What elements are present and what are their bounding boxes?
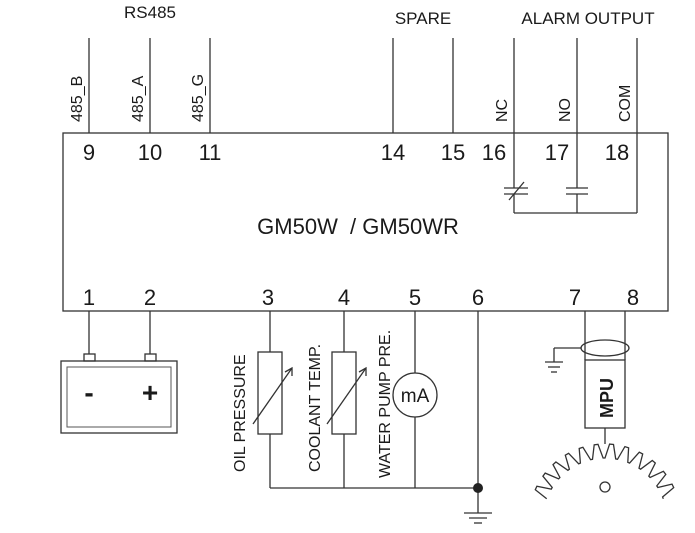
- terminal-18: 18: [605, 140, 629, 165]
- meter-label: mA: [401, 386, 430, 407]
- terminal-15: 15: [441, 140, 465, 165]
- rs485-header: RS485: [124, 3, 176, 22]
- ground-bus: [270, 311, 483, 513]
- spare-header: SPARE: [395, 9, 451, 28]
- water-pump-sensor: [392, 311, 438, 488]
- terminal-2: 2: [144, 285, 156, 310]
- mpu-label: MPU: [597, 378, 617, 418]
- mpu-ground-icon: [545, 361, 563, 373]
- coolant-temp-label: COOLANT TEMP.: [307, 344, 324, 472]
- controller-box: [62, 132, 669, 312]
- terminal-8: 8: [627, 285, 639, 310]
- battery-minus: -: [84, 377, 93, 408]
- terminal-9: 9: [83, 140, 95, 165]
- oil-pressure-sensor: [252, 311, 293, 488]
- gear-icon: [534, 443, 675, 500]
- terminal-16: 16: [482, 140, 506, 165]
- terminal-7: 7: [569, 285, 581, 310]
- label-485-a: 485_A: [130, 75, 147, 122]
- terminal-14: 14: [381, 140, 405, 165]
- top-wires: [88, 38, 638, 133]
- gear-hub: [599, 481, 611, 493]
- label-no: NO: [557, 98, 574, 122]
- battery-plus: +: [142, 377, 158, 408]
- device-title: GM50W / GM50WR: [257, 214, 459, 239]
- label-485-b: 485_B: [69, 76, 86, 122]
- label-com: COM: [617, 85, 634, 122]
- mpu-sensor: [553, 311, 630, 444]
- water-pump-label: WATER PUMP PRE.: [377, 330, 394, 478]
- alarm-output-header: ALARM OUTPUT: [521, 9, 654, 28]
- coolant-temp-sensor: [326, 311, 367, 488]
- terminal-1: 1: [83, 285, 95, 310]
- terminal-5: 5: [409, 285, 421, 310]
- terminal-3: 3: [262, 285, 274, 310]
- oil-pressure-label: OIL PRESSURE: [232, 354, 249, 472]
- relay-contacts: [504, 133, 638, 214]
- terminal-11: 11: [199, 140, 222, 165]
- label-nc: NC: [494, 99, 511, 122]
- ground-icon: [464, 512, 492, 524]
- battery: [60, 311, 178, 434]
- terminal-10: 10: [138, 140, 162, 165]
- label-485-g: 485_G: [190, 74, 207, 122]
- terminal-6: 6: [472, 285, 484, 310]
- terminal-4: 4: [338, 285, 350, 310]
- terminal-17: 17: [545, 140, 569, 165]
